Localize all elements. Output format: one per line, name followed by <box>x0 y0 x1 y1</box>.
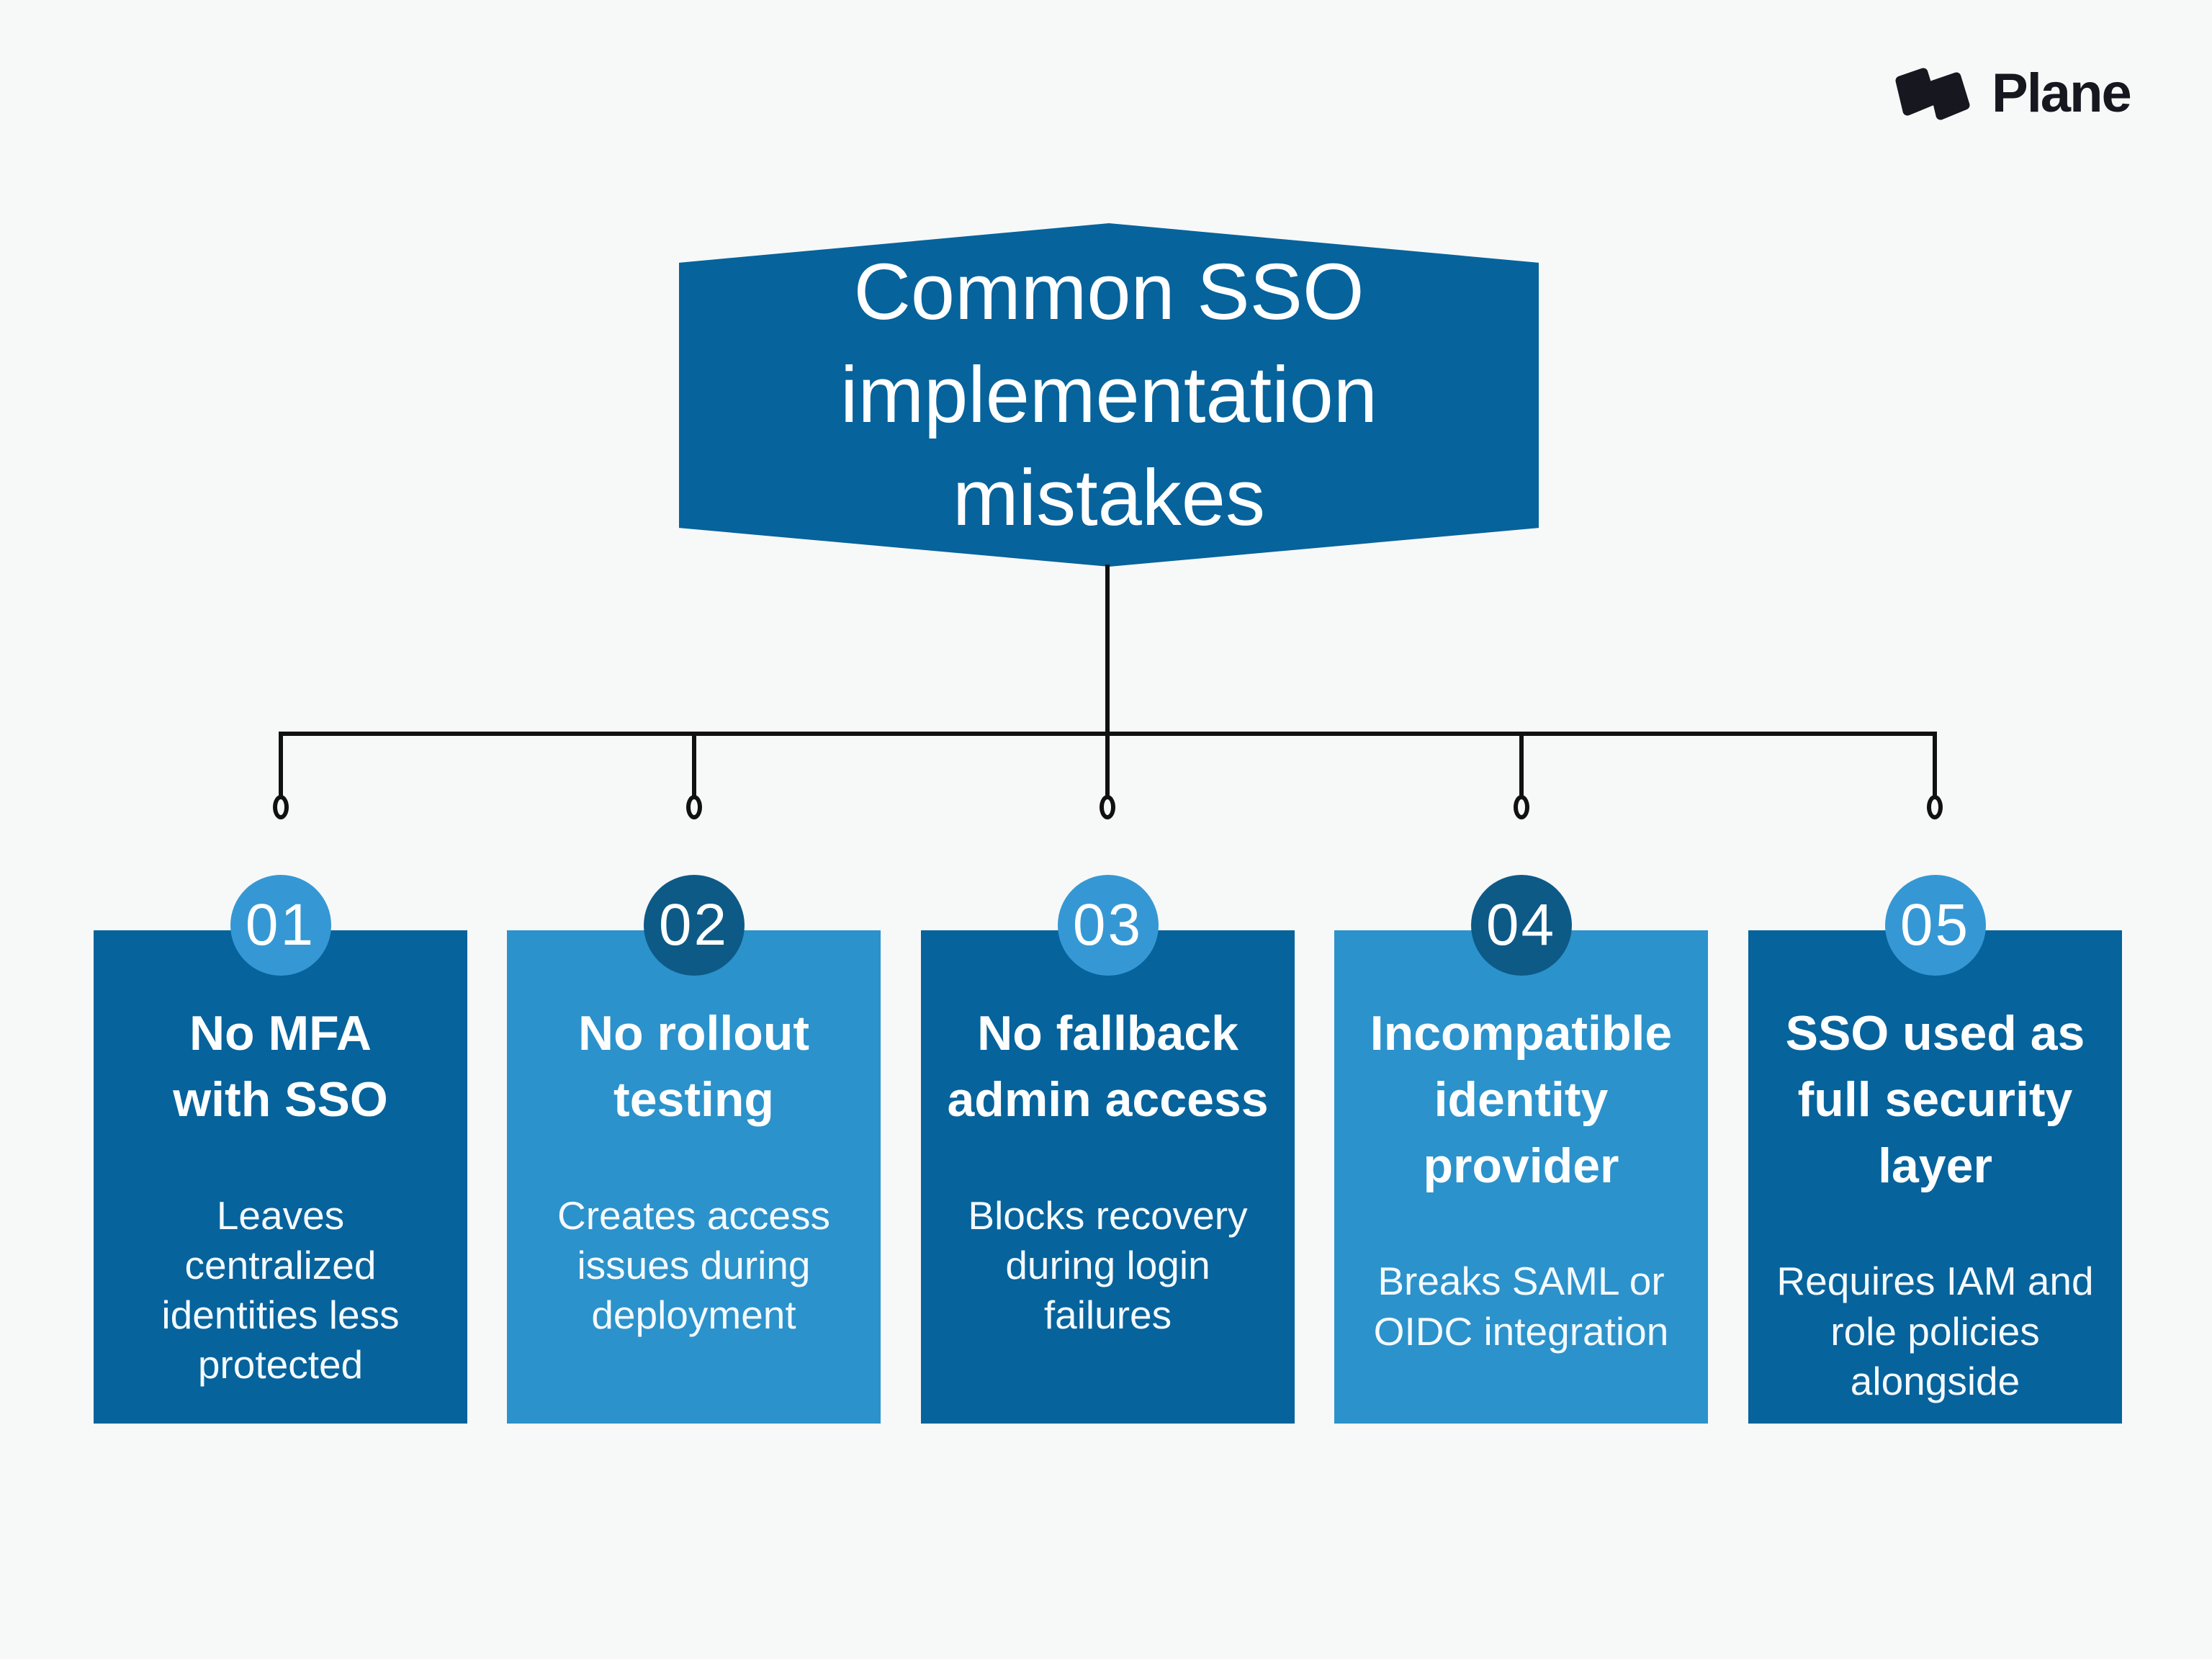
brand-logo: Plane <box>1892 63 2132 124</box>
connector-stub-3 <box>1105 734 1110 799</box>
card-incompatible-identity-provider: 04 Incompatible identity provider Breaks… <box>1334 875 1708 1424</box>
title-banner: Common SSO implementation mistakes <box>679 223 1539 567</box>
card-title: Incompatible identity provider <box>1370 1006 1673 1193</box>
connector-stub-5 <box>1933 734 1937 799</box>
card-no-fallback-admin-access: 03 No fallback admin access Blocks recov… <box>921 875 1295 1424</box>
card-description: Creates access issues during deployment <box>557 1192 831 1338</box>
card-no-rollout-testing: 02 No rollout testing Creates access iss… <box>507 875 881 1424</box>
card-number-badge: 05 <box>1884 875 1986 976</box>
page-title: Common SSO implementation mistakes <box>840 248 1377 542</box>
card-number-badge: 02 <box>643 875 745 976</box>
connector-node-3 <box>1100 795 1115 819</box>
brand-name: Plane <box>1992 63 2132 124</box>
card-no-mfa-with-sso: 01 No MFA with SSO Leaves centralized id… <box>94 875 467 1424</box>
card-title: SSO used as full security layer <box>1785 1006 2085 1193</box>
card-number-badge: 04 <box>1470 875 1572 976</box>
card-description: Requires IAM and role policies alongside <box>1776 1259 2094 1403</box>
card-title: No rollout testing <box>577 1006 810 1127</box>
card-description: Leaves centralized identities less prote… <box>161 1192 400 1388</box>
card-number-badge: 03 <box>1057 875 1159 976</box>
card-description: Breaks SAML or OIDC integration <box>1373 1259 1669 1354</box>
plane-logo-icon <box>1895 68 1970 120</box>
card-title: No fallback admin access <box>947 1006 1269 1127</box>
connector-stub-4 <box>1519 734 1524 799</box>
connector-trunk <box>1105 565 1110 735</box>
connector-node-1 <box>273 795 289 819</box>
connector-stub-2 <box>692 734 696 799</box>
card-sso-full-security-layer: 05 SSO used as full security layer Requi… <box>1748 875 2122 1424</box>
connector-stub-1 <box>279 734 283 799</box>
card-description: Blocks recovery during login failures <box>968 1192 1248 1338</box>
connector-node-4 <box>1514 795 1529 819</box>
connector-node-2 <box>686 795 702 819</box>
card-number-badge: 01 <box>230 875 331 976</box>
connector-node-5 <box>1927 795 1943 819</box>
card-title: No MFA with SSO <box>173 1006 388 1127</box>
